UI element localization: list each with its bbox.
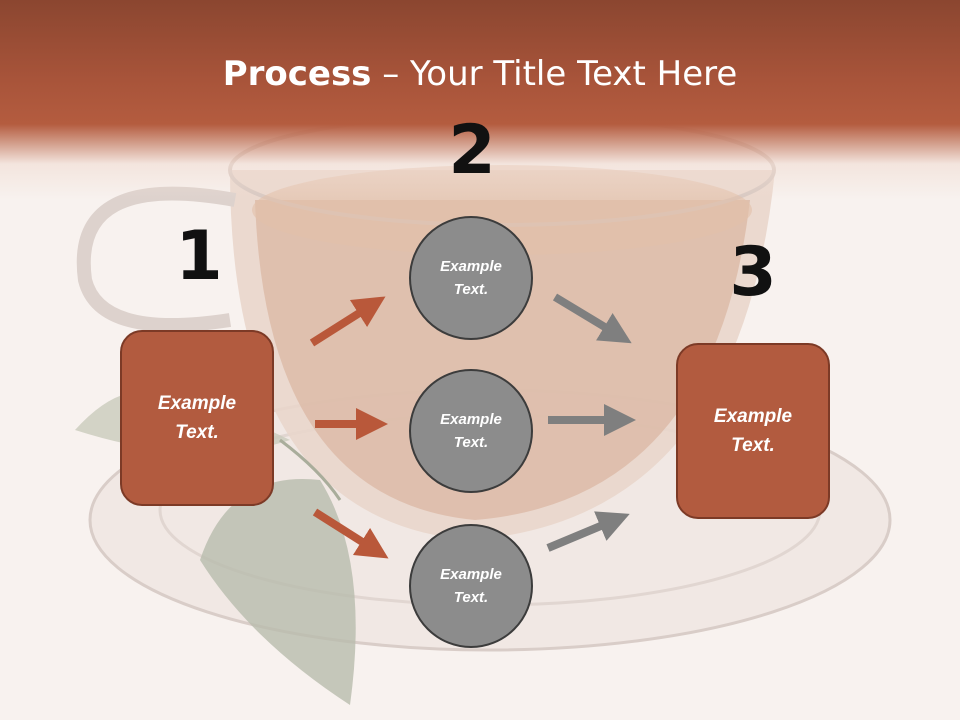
step-box-3: Example Text. (676, 343, 830, 519)
arrow-bottom-to-3 (546, 511, 630, 552)
title-rest: – Your Title Text Here (371, 54, 738, 94)
arrow-top-to-3 (552, 293, 632, 344)
circle-middle: Example Text. (409, 369, 533, 493)
circle-top-text: Example Text. (440, 258, 502, 298)
title-bold: Process (222, 54, 372, 94)
arrow-1-to-top (309, 296, 386, 347)
arrow-1-to-bottom (312, 508, 389, 559)
step-number-1: 1 (175, 217, 223, 296)
circle-bottom: Example Text. (409, 524, 533, 648)
step-box-3-text: Example Text. (713, 406, 793, 456)
step-box-1-text: Example Text. (157, 393, 237, 443)
step-number-2: 2 (448, 111, 496, 190)
circle-bottom-text: Example Text. (440, 566, 502, 606)
slide-title: Process – Your Title Text Here (0, 52, 960, 96)
title-banner (0, 0, 960, 200)
circle-middle-text: Example Text. (440, 411, 502, 451)
step-number-3: 3 (729, 233, 777, 312)
step-box-1: Example Text. (120, 330, 274, 506)
circle-top: Example Text. (409, 216, 533, 340)
